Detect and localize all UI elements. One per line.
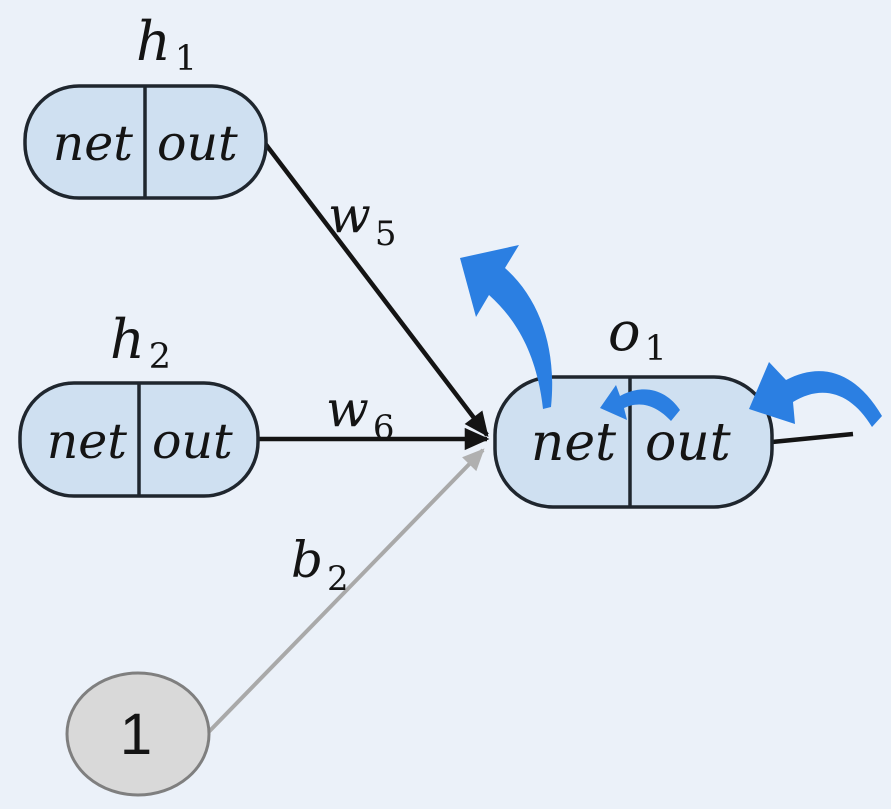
node-bias-body [65, 671, 211, 797]
edge-w5-label: w 5 [328, 186, 396, 254]
curved-arrow-out-to-net-icon [600, 385, 680, 421]
node-h1-net-label: net [53, 115, 134, 172]
node-h2: net out h 2 [18, 308, 260, 498]
node-h1-out-label: out [157, 115, 238, 172]
edge-output-line [771, 431, 854, 445]
node-h2-title: h 2 [110, 308, 171, 377]
node-h1: net out h 1 [23, 10, 268, 200]
edge-w5-line [262, 140, 489, 437]
node-o1-out-label: out [645, 413, 731, 473]
curved-arrow-up-left-icon [460, 245, 553, 409]
edge-b2-line [194, 448, 485, 747]
edge-w6-label: w 6 [326, 380, 394, 448]
curved-arrow-from-right-icon [749, 362, 882, 427]
node-h2-net-label: net [47, 413, 128, 470]
node-o1-body [493, 375, 774, 509]
node-bias: 1 [65, 671, 211, 797]
node-o1: net out o 1 [493, 300, 774, 509]
node-bias-value: 1 [120, 702, 152, 767]
node-h2-out-label: out [152, 413, 233, 470]
node-h1-title: h 1 [136, 10, 197, 79]
edge-b2-label: b 2 [291, 531, 349, 599]
node-o1-net-label: net [531, 413, 616, 473]
node-o1-title: o 1 [608, 300, 667, 369]
